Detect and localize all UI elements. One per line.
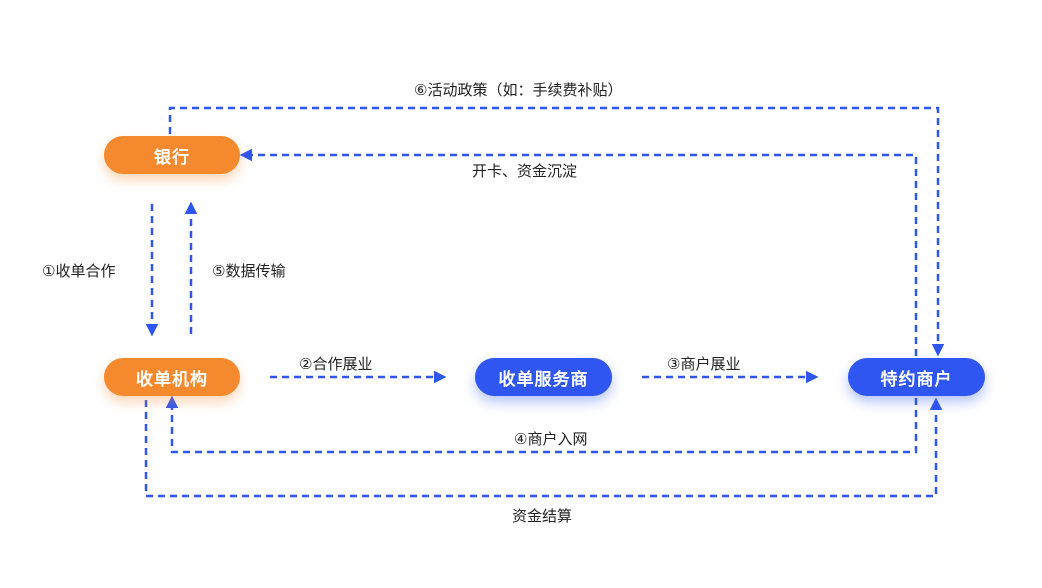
node-acquirer: 收单机构 bbox=[104, 358, 240, 396]
edge-open-account-line bbox=[239, 148, 918, 356]
node-service-provider: 收单服务商 bbox=[475, 358, 612, 396]
edge-merchant-onboarding-line bbox=[165, 395, 918, 454]
edge-label-cooperation-expansion: ②合作展业 bbox=[299, 355, 373, 373]
edge-label-open-account: 开卡、资金沉淀 bbox=[472, 162, 578, 180]
edge-settlement-line bbox=[144, 397, 943, 498]
edge-label-activity-policy: ⑥活动政策（如：手续费补贴） bbox=[414, 81, 623, 99]
edge-label-acquiring-cooperation: ①收单合作 bbox=[42, 262, 116, 280]
node-bank: 银行 bbox=[104, 136, 240, 174]
node-merchant: 特约商户 bbox=[848, 358, 985, 396]
edge-label-merchant-expansion: ③商户展业 bbox=[667, 355, 741, 373]
edge-activity-policy-line bbox=[168, 106, 945, 357]
edge-label-merchant-onboarding: ④商户入网 bbox=[514, 430, 588, 448]
edge-label-settlement: 资金结算 bbox=[512, 507, 573, 525]
edge-label-data-transfer: ⑤数据传输 bbox=[212, 262, 286, 280]
